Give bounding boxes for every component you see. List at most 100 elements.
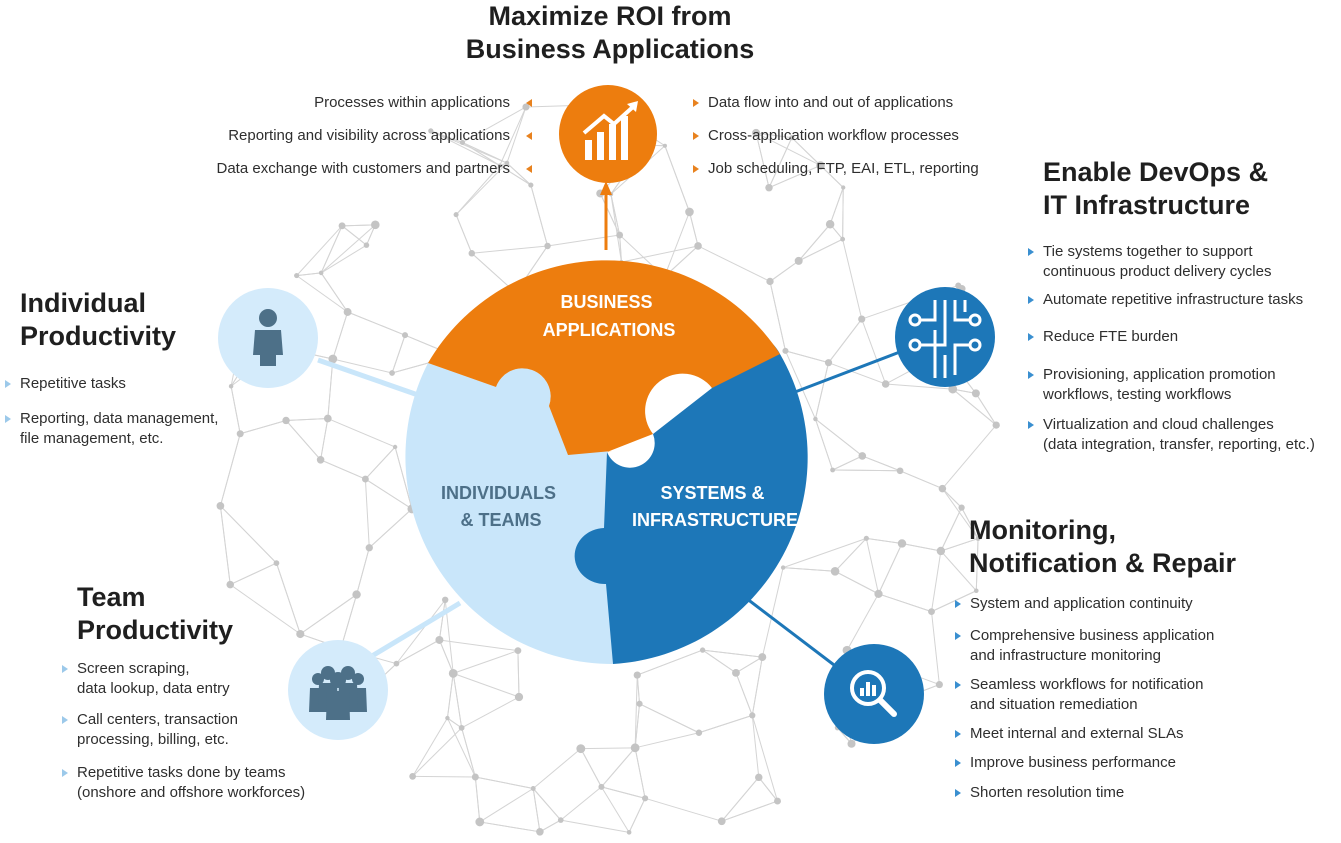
- network-node: [758, 653, 767, 662]
- network-line: [820, 165, 844, 188]
- network-node: [448, 668, 458, 678]
- network-line: [332, 358, 393, 374]
- network-line: [453, 650, 519, 674]
- network-line: [842, 187, 844, 240]
- network-line: [364, 479, 370, 548]
- network-line: [320, 418, 329, 460]
- network-line: [942, 488, 979, 539]
- network-line: [452, 673, 463, 728]
- network-line: [342, 224, 376, 227]
- network-line: [769, 260, 799, 282]
- network-node: [296, 629, 305, 639]
- list-item: Automate repetitive infrastructure tasks: [1028, 290, 1315, 310]
- network-line: [644, 797, 722, 822]
- network-node: [316, 456, 325, 464]
- network-node: [528, 182, 534, 188]
- network-line: [832, 455, 863, 471]
- network-node: [630, 743, 640, 753]
- network-line: [634, 703, 641, 748]
- network-node: [752, 128, 761, 137]
- label-individuals: INDIVIDUALS & TEAMS: [441, 483, 561, 530]
- network-line: [499, 106, 527, 166]
- network-line: [756, 132, 792, 139]
- list-item: Repetitive tasks: [4, 374, 218, 394]
- network-line: [320, 225, 343, 274]
- list-team: Screen scraping,data lookup, data entry …: [61, 659, 306, 803]
- network-line: [639, 703, 700, 734]
- network-node: [441, 596, 449, 604]
- network-node: [471, 773, 479, 781]
- network-node: [459, 139, 466, 146]
- network-line: [438, 639, 454, 674]
- network-line: [758, 777, 778, 802]
- list-item: Repetitive tasks done by teams(onshore a…: [61, 764, 306, 801]
- network-line: [878, 593, 932, 613]
- network-node: [389, 370, 395, 376]
- network-line: [327, 418, 396, 448]
- network-node: [938, 484, 947, 493]
- network-node: [881, 380, 890, 388]
- network-line: [455, 162, 508, 216]
- list-item: Data exchange with customers and partner…: [216, 160, 532, 177]
- circuit-icon: [895, 287, 995, 387]
- network-line: [580, 747, 636, 750]
- network-node: [514, 692, 524, 702]
- network-line: [834, 537, 867, 572]
- network-node: [435, 635, 444, 644]
- network-node: [896, 467, 904, 475]
- network-line: [688, 211, 699, 247]
- list-item: Meet internal and external SLAs: [954, 724, 1214, 744]
- network-node: [858, 452, 867, 460]
- network-node: [824, 359, 833, 367]
- network-node: [343, 308, 352, 316]
- network-node: [576, 744, 586, 754]
- list-item: Virtualization and cloud challenges(data…: [1028, 416, 1315, 453]
- list-item: Data flow into and out of applications: [693, 93, 979, 113]
- network-node: [468, 250, 476, 257]
- puzzle-piece-business: [428, 260, 780, 455]
- network-line: [506, 162, 532, 186]
- network-node: [958, 504, 965, 511]
- magnifier-chart-icon: [824, 644, 924, 744]
- list-item: Improve business performance: [954, 753, 1214, 773]
- network-line: [506, 106, 527, 164]
- chart-growth-icon: [559, 85, 657, 195]
- network-node: [352, 590, 361, 599]
- network-line: [474, 776, 481, 822]
- network-line: [621, 245, 699, 263]
- network-line: [721, 800, 778, 822]
- network-line: [438, 599, 446, 641]
- network-node: [662, 143, 667, 148]
- network-node: [536, 828, 544, 836]
- network-line: [798, 238, 843, 262]
- network-line: [698, 714, 753, 734]
- list-individual: Repetitive tasks Reporting, data managem…: [4, 374, 218, 449]
- network-line: [940, 538, 979, 552]
- network-line: [475, 776, 534, 789]
- person-icon: [218, 288, 318, 388]
- network-node: [392, 444, 398, 450]
- network-line: [975, 393, 997, 426]
- network-line: [634, 675, 638, 748]
- network-line: [219, 433, 241, 506]
- puzzle-piece-systems: [574, 332, 808, 664]
- network-line: [832, 469, 901, 472]
- network-line: [878, 543, 903, 595]
- network-line: [791, 137, 821, 166]
- network-line: [394, 446, 413, 510]
- network-line: [815, 418, 863, 457]
- network-line: [751, 715, 760, 778]
- network-line: [664, 145, 690, 213]
- network-node: [685, 207, 694, 217]
- network-line: [365, 446, 396, 480]
- network-line: [430, 130, 501, 166]
- network-line: [446, 673, 454, 719]
- network-node: [497, 163, 502, 168]
- network-node: [273, 560, 280, 566]
- network-line: [296, 275, 348, 313]
- network-line: [240, 419, 287, 435]
- network-node: [636, 700, 643, 707]
- network-line: [861, 318, 887, 385]
